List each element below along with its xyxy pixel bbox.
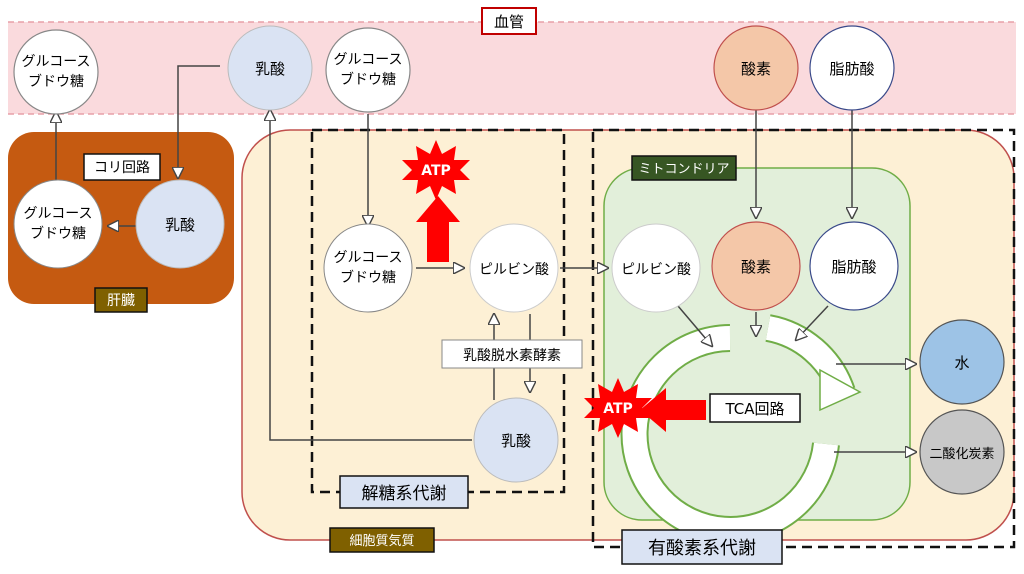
atp-burst-left: ATP [584,378,652,438]
liver-label: 肝臓 [94,287,148,313]
svg-text:ブドウ糖: ブドウ糖 [340,269,396,286]
arrows [56,65,916,452]
node-glucose-vessel: グルコース ブドウ糖 [325,27,411,113]
node-lactate-liver: 乳酸 [135,179,225,269]
node-oxygen-mito: 酸素 [711,221,801,311]
node-co2: 二酸化炭素 [919,409,1005,495]
svg-text:乳酸: 乳酸 [165,216,195,234]
svg-text:細胞質気質: 細胞質気質 [349,533,414,549]
atp-label-left: ATP [603,401,633,417]
blood-vessel-text: 血管 [494,13,524,31]
atp-label-top: ATP [421,163,451,179]
mitochondria-label: ミトコンドリア [631,155,737,181]
node-pyruvate-cell: ピルビン酸 [469,223,559,313]
node-lactate-vessel: 乳酸 [227,25,313,111]
cytoplasm-label: 細胞質気質 [329,527,435,553]
cori-cycle-label: コリ回路 [83,153,161,181]
ldh-label: 乳酸脱水素酵素 [441,339,583,369]
svg-text:肝臓: 肝臓 [107,293,135,309]
blood-vessel-label: 血管 [481,7,537,35]
svg-text:ピルビン酸: ピルビン酸 [479,262,549,278]
atp-up-arrow [416,196,460,262]
svg-text:酸素: 酸素 [741,258,771,276]
atp-arrows [416,196,706,432]
node-glucose-cell: グルコース ブドウ糖 [323,223,413,313]
svg-text:乳酸: 乳酸 [501,432,531,450]
svg-text:グルコース: グルコース [23,206,92,222]
node-oxygen-vessel: 酸素 [713,25,799,111]
node-glucose-vessel-left: グルコース ブドウ糖 [13,29,99,115]
svg-text:ブドウ糖: ブドウ糖 [340,71,396,88]
aerobic-boundary [591,128,1016,549]
tca-label: TCA回路 [709,393,801,423]
svg-text:グルコース: グルコース [21,54,90,70]
svg-text:脂肪酸: 脂肪酸 [829,60,874,78]
tca-cycle-ring [620,314,862,544]
svg-text:グルコース: グルコース [333,52,402,68]
node-fatty-acid-vessel: 脂肪酸 [809,25,895,111]
atp-burst-top: ATP [402,140,470,200]
svg-text:有酸素系代謝: 有酸素系代謝 [648,538,756,559]
svg-text:乳酸脱水素酵素: 乳酸脱水素酵素 [463,348,561,364]
svg-text:コリ回路: コリ回路 [94,160,150,176]
svg-text:TCA回路: TCA回路 [724,400,784,418]
svg-text:乳酸: 乳酸 [255,60,285,78]
svg-text:ミトコンドリア: ミトコンドリア [638,162,729,177]
arrow-vessel-lactate-to-liver [178,65,220,178]
svg-text:ブドウ糖: ブドウ糖 [28,73,84,90]
svg-text:二酸化炭素: 二酸化炭素 [929,447,994,462]
arrow-lactate-to-vessel [270,110,472,441]
svg-text:酸素: 酸素 [741,60,771,78]
node-fatty-acid-mito: 脂肪酸 [809,221,899,311]
arrow-pyruvate-to-tca [677,305,712,346]
svg-text:水: 水 [954,354,969,372]
node-lactate-cell: 乳酸 [473,397,559,483]
node-water: 水 [919,319,1005,405]
arrow-fatty-acid-to-tca [796,305,829,340]
svg-text:ピルビン酸: ピルビン酸 [621,262,691,278]
atp-left-arrow [640,388,706,432]
svg-text:脂肪酸: 脂肪酸 [831,258,876,276]
aerobic-label: 有酸素系代謝 [621,529,783,565]
glycolysis-label: 解糖系代謝 [339,475,469,509]
node-glucose-liver: グルコース ブドウ糖 [13,179,103,269]
svg-text:ブドウ糖: ブドウ糖 [30,225,86,242]
svg-text:解糖系代謝: 解糖系代謝 [362,484,447,504]
node-pyruvate-mito: ピルビン酸 [611,223,701,313]
svg-text:グルコース: グルコース [333,250,402,266]
